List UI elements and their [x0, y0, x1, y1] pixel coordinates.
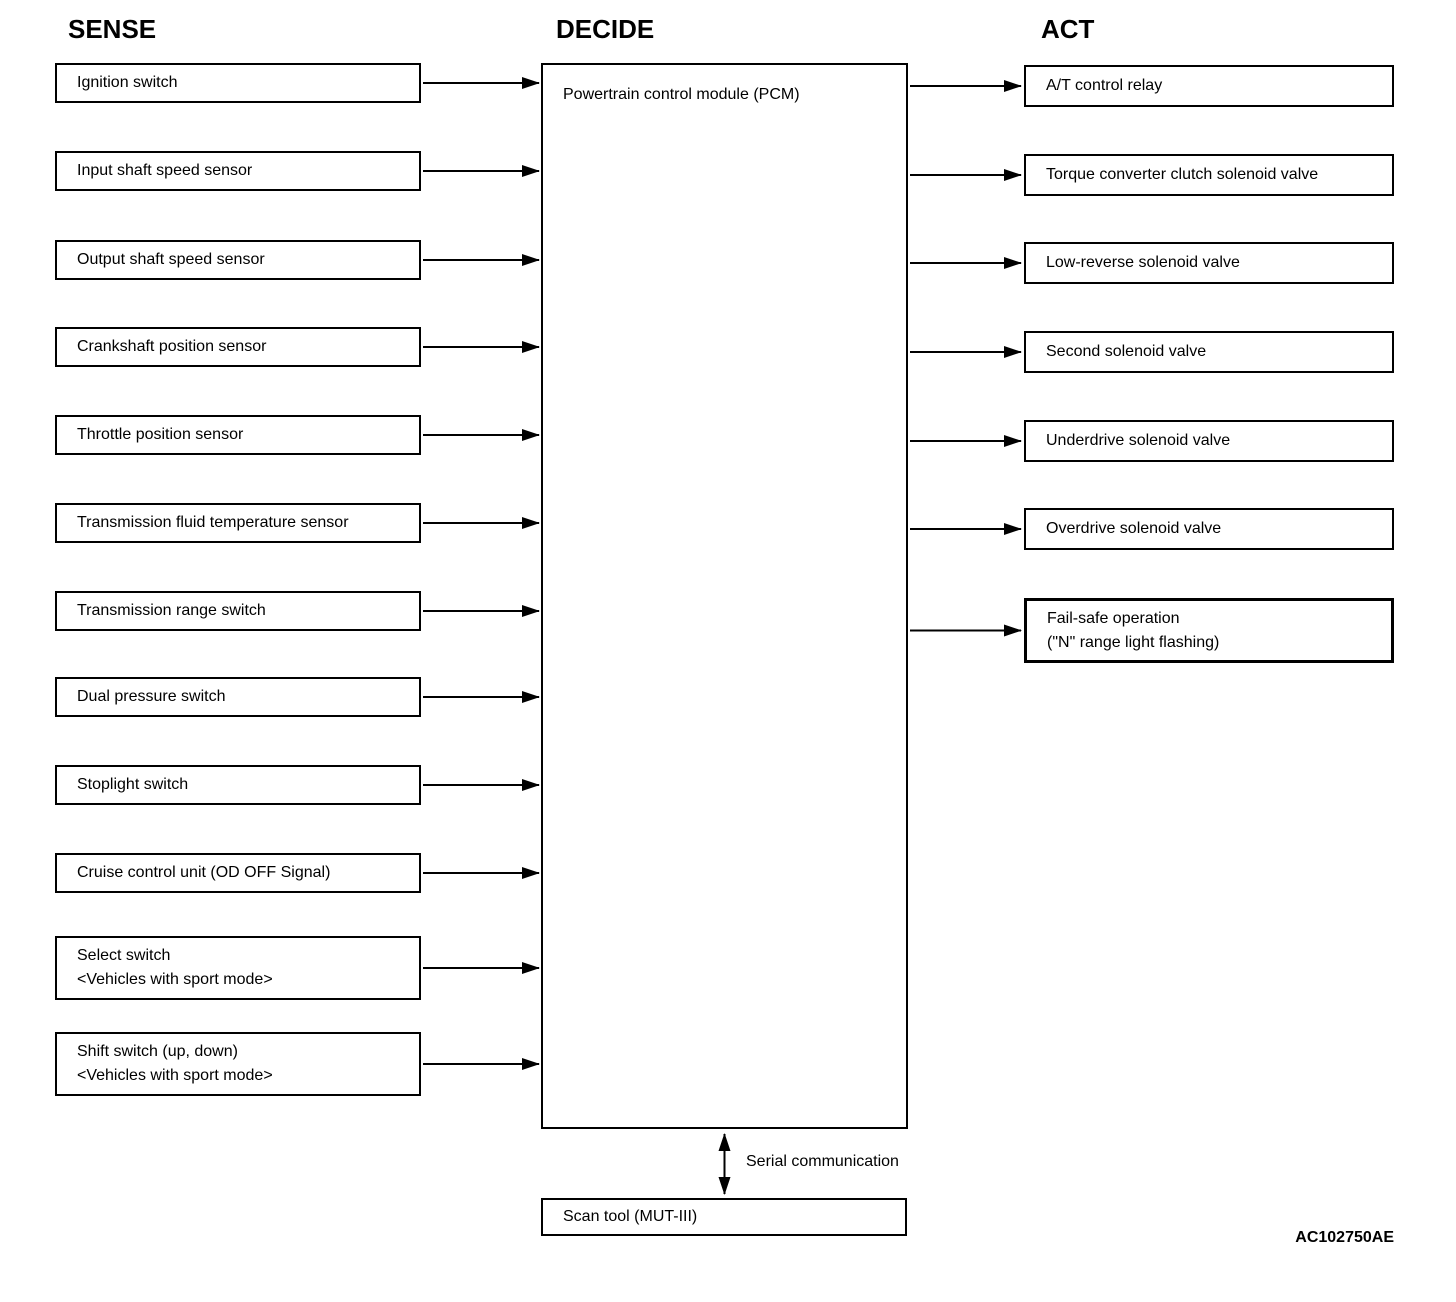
- act-box-0: A/T control relay: [1024, 65, 1394, 107]
- act-box-label: Low-reverse solenoid valve: [1046, 254, 1240, 271]
- sense-box-label: Transmission range switch: [77, 602, 266, 619]
- act-box-5: Overdrive solenoid valve: [1024, 508, 1394, 550]
- sense-box-5: Transmission fluid temperature sensor: [55, 503, 421, 543]
- serial-communication-label: Serial communication: [746, 1153, 899, 1170]
- sense-box-9: Cruise control unit (OD OFF Signal): [55, 853, 421, 893]
- sense-box-label: Dual pressure switch: [77, 688, 226, 705]
- sense-box-3: Crankshaft position sensor: [55, 327, 421, 367]
- act-box-2: Low-reverse solenoid valve: [1024, 242, 1394, 284]
- act-box-label: A/T control relay: [1046, 77, 1163, 94]
- decide-column-header: DECIDE: [556, 14, 655, 44]
- sense-box-0: Ignition switch: [55, 63, 421, 103]
- sense-box-label: Crankshaft position sensor: [77, 338, 267, 355]
- sense-box-sublabel: <Vehicles with sport mode>: [77, 971, 273, 988]
- sense-box-label: Select switch: [77, 947, 171, 964]
- sense-box-4: Throttle position sensor: [55, 415, 421, 455]
- sense-box-11: Shift switch (up, down) <Vehicles with sp…: [55, 1032, 421, 1096]
- act-box-1: Torque converter clutch solenoid valve: [1024, 154, 1394, 196]
- act-box-label: Second solenoid valve: [1046, 343, 1207, 360]
- act-column-header: ACT: [1041, 14, 1095, 44]
- sense-box-1: Input shaft speed sensor: [55, 151, 421, 191]
- sense-box-label: Shift switch (up, down): [77, 1043, 238, 1060]
- figure-code: AC102750AE: [1295, 1229, 1394, 1246]
- scan-tool-box: Scan tool (MUT-III): [541, 1198, 907, 1236]
- sense-box-10: Select switch <Vehicles with sport mode>: [55, 936, 421, 1000]
- sense-box-sublabel: <Vehicles with sport mode>: [77, 1067, 273, 1084]
- act-box-label: Overdrive solenoid valve: [1046, 520, 1222, 537]
- pcm-box: Powertrain control module (PCM): [541, 63, 908, 1129]
- act-box-label: Torque converter clutch solenoid valve: [1046, 166, 1319, 183]
- sense-box-label: Cruise control unit (OD OFF Signal): [77, 864, 331, 881]
- sense-box-8: Stoplight switch: [55, 765, 421, 805]
- sense-column-header: SENSE: [68, 14, 157, 44]
- sense-box-label: Output shaft speed sensor: [77, 251, 265, 268]
- sense-box-label: Stoplight switch: [77, 776, 189, 793]
- sense-box-label: Transmission fluid temperature sensor: [77, 514, 349, 531]
- act-box-3: Second solenoid valve: [1024, 331, 1394, 373]
- sense-box-6: Transmission range switch: [55, 591, 421, 631]
- act-box-6: Fail-safe operation ("N" range light flas…: [1024, 598, 1394, 663]
- act-box-label: Underdrive solenoid valve: [1046, 432, 1231, 449]
- act-box-4: Underdrive solenoid valve: [1024, 420, 1394, 462]
- sense-box-label: Ignition switch: [77, 74, 178, 91]
- pcm-label: Powertrain control module (PCM): [563, 86, 800, 103]
- act-box-label: Fail-safe operation: [1047, 609, 1180, 627]
- act-box-sublabel: ("N" range light flashing): [1047, 633, 1220, 651]
- sense-box-7: Dual pressure switch: [55, 677, 421, 717]
- scan-tool-label: Scan tool (MUT-III): [563, 1208, 698, 1225]
- sense-box-2: Output shaft speed sensor: [55, 240, 421, 280]
- sense-box-label: Throttle position sensor: [77, 426, 244, 443]
- sense-box-label: Input shaft speed sensor: [77, 162, 253, 179]
